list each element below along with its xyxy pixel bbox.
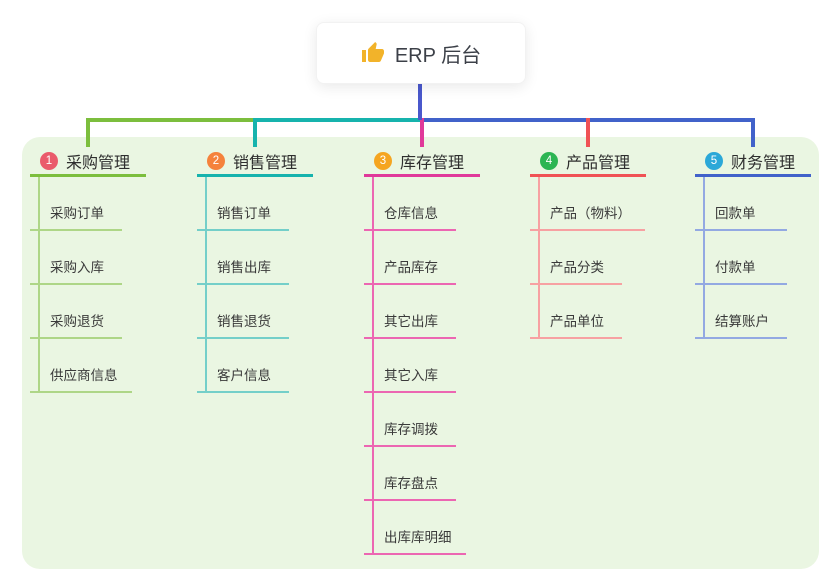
branch-item[interactable]: 采购订单 (30, 177, 122, 231)
branch-3: 3 库存管理 仓库信息产品库存其它出库其它入库库存调拨库存盘点出库库明细 (364, 147, 480, 555)
branch-item[interactable]: 产品（物料） (530, 177, 645, 231)
branch-label: 采购管理 (66, 154, 131, 172)
branch-spine-line (372, 177, 374, 555)
branch-number-badge: 5 (705, 151, 723, 170)
branch-spine-line (38, 177, 40, 393)
thumbs-up-icon (361, 42, 384, 62)
branch-item[interactable]: 其它入库 (364, 339, 456, 393)
branch-item[interactable]: 库存盘点 (364, 447, 456, 501)
branch-1: 1 采购管理 采购订单采购入库采购退货供应商信息 (30, 147, 146, 393)
branch-item[interactable]: 仓库信息 (364, 177, 456, 231)
trunk-segment-left (86, 118, 257, 122)
branch-item[interactable]: 采购入库 (30, 231, 122, 285)
branches-panel (22, 137, 819, 569)
branch-spine-line (538, 177, 540, 339)
branch-label: 产品管理 (566, 154, 631, 172)
branch-item[interactable]: 出库库明细 (364, 501, 466, 555)
branch-number-badge: 3 (374, 151, 392, 170)
root-node[interactable]: ERP 后台 (316, 22, 526, 84)
branch-spine-line (205, 177, 207, 393)
branch-item[interactable]: 产品分类 (530, 231, 622, 285)
branch-item[interactable]: 采购退货 (30, 285, 122, 339)
branch-number-badge: 2 (207, 151, 225, 170)
branch-items: 销售订单销售出库销售退货客户信息 (197, 177, 313, 393)
branch-header[interactable]: 5 财务管理 (695, 147, 811, 177)
branch-header[interactable]: 3 库存管理 (364, 147, 480, 177)
root-connector-line (418, 82, 422, 120)
branch-label: 库存管理 (400, 154, 465, 172)
branch-label: 财务管理 (731, 154, 796, 172)
branch-label: 销售管理 (233, 154, 298, 172)
branch-item[interactable]: 销售出库 (197, 231, 289, 285)
branch-item[interactable]: 产品库存 (364, 231, 456, 285)
branch-items: 采购订单采购入库采购退货供应商信息 (30, 177, 146, 393)
root-label: ERP 后台 (394, 44, 482, 67)
branch-drop-line-3 (420, 118, 424, 147)
branch-number-badge: 4 (540, 151, 558, 170)
branch-header[interactable]: 1 采购管理 (30, 147, 146, 177)
trunk-segment-middle (253, 118, 424, 122)
branch-item[interactable]: 付款单 (695, 231, 787, 285)
branch-item[interactable]: 回款单 (695, 177, 787, 231)
branch-spine-line (703, 177, 705, 339)
branch-5: 5 财务管理 回款单付款单结算账户 (695, 147, 811, 339)
branch-items: 仓库信息产品库存其它出库其它入库库存调拨库存盘点出库库明细 (364, 177, 480, 555)
branch-items: 产品（物料）产品分类产品单位 (530, 177, 646, 339)
branch-drop-line-2 (253, 118, 257, 147)
branch-item[interactable]: 产品单位 (530, 285, 622, 339)
branch-2: 2 销售管理 销售订单销售出库销售退货客户信息 (197, 147, 313, 393)
branch-4: 4 产品管理 产品（物料）产品分类产品单位 (530, 147, 646, 339)
branch-header[interactable]: 4 产品管理 (530, 147, 646, 177)
branch-items: 回款单付款单结算账户 (695, 177, 811, 339)
branch-number-badge: 1 (40, 151, 58, 170)
branch-item[interactable]: 客户信息 (197, 339, 289, 393)
branch-item[interactable]: 库存调拨 (364, 393, 456, 447)
branch-item[interactable]: 其它出库 (364, 285, 456, 339)
branch-item[interactable]: 销售退货 (197, 285, 289, 339)
branch-drop-line-1 (86, 118, 90, 147)
branch-item[interactable]: 供应商信息 (30, 339, 132, 393)
branch-item[interactable]: 结算账户 (695, 285, 787, 339)
branch-header[interactable]: 2 销售管理 (197, 147, 313, 177)
branch-item[interactable]: 销售订单 (197, 177, 289, 231)
branch-drop-line-5 (751, 118, 755, 147)
branch-drop-line-4 (586, 118, 590, 147)
